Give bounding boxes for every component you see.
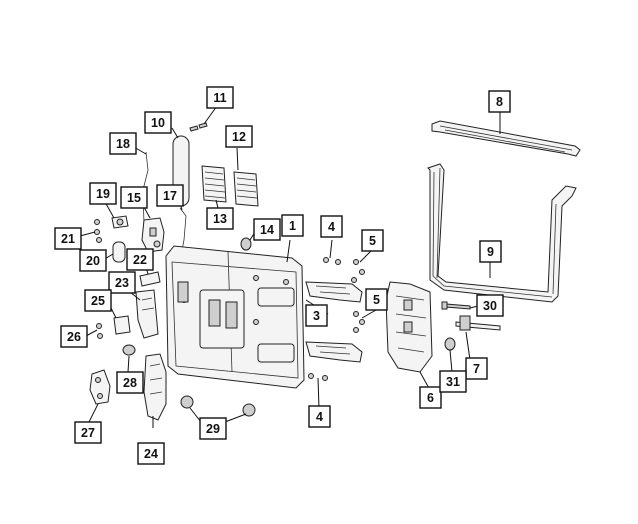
callout-18: 18 [109, 132, 137, 155]
svg-text:28: 28 [123, 376, 137, 390]
callout-13: 13 [206, 207, 234, 230]
svg-text:9: 9 [487, 245, 494, 259]
part-door-panel [165, 245, 305, 389]
callout-6: 6 [419, 386, 442, 409]
callout-20: 20 [79, 249, 107, 272]
svg-text:10: 10 [151, 116, 165, 130]
callout-4-top: 4 [320, 215, 343, 238]
part-latch-assembly [141, 217, 165, 253]
svg-text:15: 15 [127, 191, 141, 205]
svg-text:7: 7 [473, 362, 480, 376]
callout-1: 1 [281, 214, 304, 237]
part-hinge-upper [305, 281, 363, 303]
part-clip-25 [113, 315, 131, 335]
callout-29: 29 [199, 417, 227, 440]
part-grommet [240, 237, 252, 251]
svg-text:27: 27 [81, 426, 95, 440]
callout-10: 10 [144, 111, 172, 134]
callout-21: 21 [54, 227, 82, 250]
svg-text:5: 5 [373, 293, 380, 307]
part-top-seal-strip [431, 120, 581, 157]
callout-4-bottom: 4 [308, 405, 331, 428]
callout-5-bottom: 5 [365, 288, 388, 311]
svg-text:29: 29 [206, 422, 220, 436]
callout-28: 28 [116, 371, 144, 394]
svg-text:23: 23 [115, 276, 129, 290]
callout-11: 11 [206, 86, 234, 109]
svg-text:4: 4 [328, 220, 335, 234]
part-vent-grille-right [233, 171, 259, 207]
svg-text:21: 21 [61, 232, 75, 246]
svg-text:26: 26 [67, 330, 81, 344]
svg-text:17: 17 [163, 189, 177, 203]
callout-24: 24 [137, 442, 165, 465]
svg-text:25: 25 [91, 294, 105, 308]
svg-text:19: 19 [96, 187, 110, 201]
svg-text:13: 13 [213, 212, 227, 226]
part-small-bracket [111, 215, 129, 229]
svg-text:5: 5 [369, 234, 376, 248]
part-hinge-lower [305, 341, 363, 363]
callout-12: 12 [225, 125, 253, 148]
part-screws-5-bottom [353, 311, 365, 333]
part-handle-bracket [135, 289, 159, 339]
part-screws-4-top [323, 257, 341, 265]
part-latch-bracket [139, 271, 161, 287]
svg-text:8: 8 [496, 95, 503, 109]
callout-3: 3 [305, 304, 328, 327]
svg-text:30: 30 [483, 299, 497, 313]
svg-text:1: 1 [289, 219, 296, 233]
svg-text:11: 11 [213, 91, 226, 105]
svg-text:14: 14 [260, 223, 274, 237]
callout-14: 14 [253, 218, 281, 241]
svg-text:18: 18 [116, 137, 130, 151]
callout-22: 22 [126, 248, 154, 271]
part-rod [179, 207, 187, 251]
part-screws-21 [94, 219, 102, 243]
svg-text:4: 4 [316, 410, 323, 424]
callout-26: 26 [60, 325, 88, 348]
part-check-strap [455, 315, 501, 331]
svg-text:31: 31 [446, 375, 460, 389]
callout-23: 23 [108, 271, 136, 294]
part-grommets-29 [180, 395, 256, 417]
part-body-hinge-bracket [385, 281, 433, 373]
svg-text:12: 12 [232, 130, 246, 144]
svg-text:20: 20 [86, 254, 100, 268]
part-clip-31 [444, 337, 456, 351]
callout-27: 27 [74, 421, 102, 444]
part-hinge-strap [89, 369, 111, 405]
callout-25: 25 [84, 289, 112, 312]
part-latch-handle [143, 353, 167, 421]
part-bumper [112, 241, 126, 263]
part-vent-grille-left [201, 165, 227, 203]
callout-30: 30 [476, 294, 504, 317]
callout-9: 9 [479, 240, 502, 263]
part-screws-5-top [351, 259, 365, 283]
callout-7: 7 [465, 357, 488, 380]
part-screws-4-bottom [308, 373, 328, 381]
svg-text:24: 24 [144, 447, 158, 461]
callout-31: 31 [439, 370, 467, 393]
svg-text:6: 6 [427, 391, 434, 405]
callout-8: 8 [488, 90, 511, 113]
callout-19: 19 [89, 182, 117, 205]
svg-text:3: 3 [313, 309, 320, 323]
part-bushing [122, 344, 136, 356]
part-screws-26 [96, 323, 103, 339]
callout-5-top: 5 [361, 229, 384, 252]
part-door-seal-frame [427, 163, 577, 303]
callout-15: 15 [120, 186, 148, 209]
svg-text:22: 22 [133, 253, 147, 267]
callout-17: 17 [156, 184, 184, 207]
part-bolt [441, 301, 471, 310]
